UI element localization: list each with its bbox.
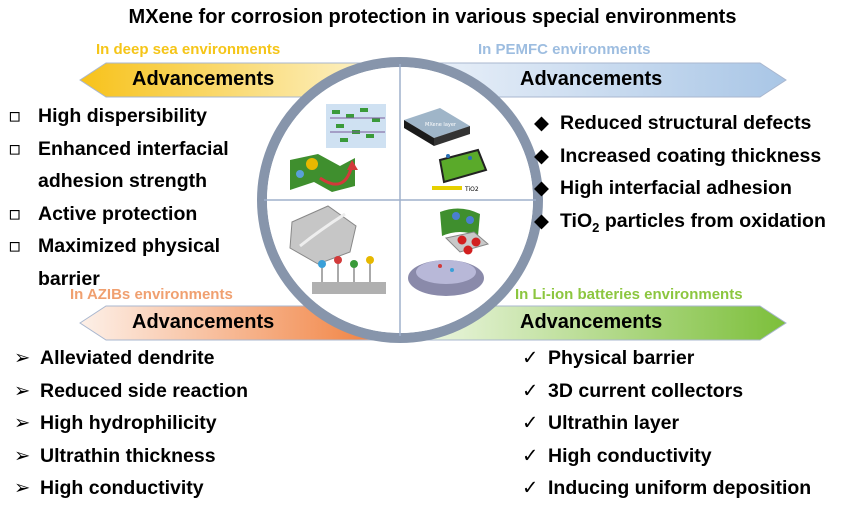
azibs-env-label: In AZIBs environments (70, 286, 233, 303)
diamond-icon: ◆ (534, 111, 549, 134)
mxene-layer-text: MXene layer (425, 122, 457, 128)
azibs-advancement-list: ➢Alleviated dendrite ➢Reduced side react… (14, 342, 248, 505)
list-item-continuation: adhesion strength (38, 170, 208, 192)
list-item: ◆Increased coating thickness (534, 140, 826, 173)
hollow-square-icon: ▫ (8, 104, 22, 127)
pemfc-env-label: In PEMFC environments (478, 41, 651, 58)
deep-sea-advancement-list: ▫High dispersibility ▫Enhanced interfaci… (8, 100, 229, 295)
pemfc-illustration: MXene layer (404, 108, 488, 190)
arrowhead-icon: ➢ (14, 476, 31, 499)
hollow-square-icon: ▫ (8, 201, 22, 225)
list-item: ◆Reduced structural defects (534, 107, 826, 140)
arrowhead-icon: ➢ (14, 378, 31, 402)
azibs-advancements-label: Advancements (132, 311, 275, 333)
checkmark-icon: ✓ (522, 378, 539, 402)
arrowhead-icon: ➢ (14, 346, 31, 369)
list-item: ➢Reduced side reaction (14, 375, 248, 408)
deep-sea-env-label: In deep sea environments (96, 41, 281, 58)
azibs-illustration (289, 205, 386, 294)
deep-sea-illustration (290, 104, 386, 192)
arrowhead-icon: ➢ (14, 443, 31, 467)
checkmark-icon: ✓ (522, 476, 539, 499)
list-item: ▫Enhanced interfacial (8, 133, 229, 166)
diamond-icon: ◆ (534, 176, 549, 199)
list-item: ▫Maximized physical (8, 230, 229, 263)
arrowhead-icon: ➢ (14, 411, 31, 434)
checkmark-icon: ✓ (522, 346, 539, 369)
li-ion-illustration (408, 208, 490, 296)
tio2-item-text: particles from oxidation (604, 209, 826, 232)
pemfc-advancement-list: ◆Reduced structural defects ◆Increased c… (534, 107, 826, 244)
list-item: ✓Inducing uniform deposition (522, 472, 811, 505)
list-item: ➢High conductivity (14, 472, 248, 505)
list-item-continuation: barrier (38, 267, 100, 290)
list-item: ◆High interfacial adhesion (534, 172, 826, 205)
list-item: ➢Alleviated dendrite (14, 342, 248, 375)
checkmark-icon: ✓ (522, 411, 539, 434)
tio2-text: TiO (560, 209, 593, 232)
diamond-icon: ◆ (534, 208, 549, 232)
deep-sea-advancements-label: Advancements (132, 68, 275, 90)
list-item: ▫Active protection (8, 198, 229, 231)
list-item: ✓Physical barrier (522, 342, 811, 375)
diamond-icon: ◆ (534, 143, 549, 167)
figure-title: MXene for corrosion protection in variou… (128, 6, 737, 28)
tio2-figure-label: TiO2 (465, 186, 479, 193)
list-item: ▫High dispersibility (8, 100, 229, 133)
li-ion-advancements-label: Advancements (520, 311, 663, 333)
tio2-subscript: 2 (592, 219, 600, 235)
list-item: ✓High conductivity (522, 440, 811, 473)
list-item: ✓Ultrathin layer (522, 407, 811, 440)
li-ion-env-label: In Li-ion batteries environments (515, 286, 743, 303)
list-item: ✓3D current collectors (522, 375, 811, 408)
hollow-square-icon: ▫ (8, 234, 22, 257)
li-ion-advancement-list: ✓Physical barrier ✓3D current collectors… (522, 342, 811, 505)
hollow-square-icon: ▫ (8, 136, 22, 160)
checkmark-icon: ✓ (522, 443, 539, 467)
pemfc-advancements-label: Advancements (520, 68, 663, 90)
list-item: ➢Ultrathin thickness (14, 440, 248, 473)
list-item: ➢High hydrophilicity (14, 407, 248, 440)
list-item: ◆ TiO2 particles from oxidation (534, 205, 826, 244)
